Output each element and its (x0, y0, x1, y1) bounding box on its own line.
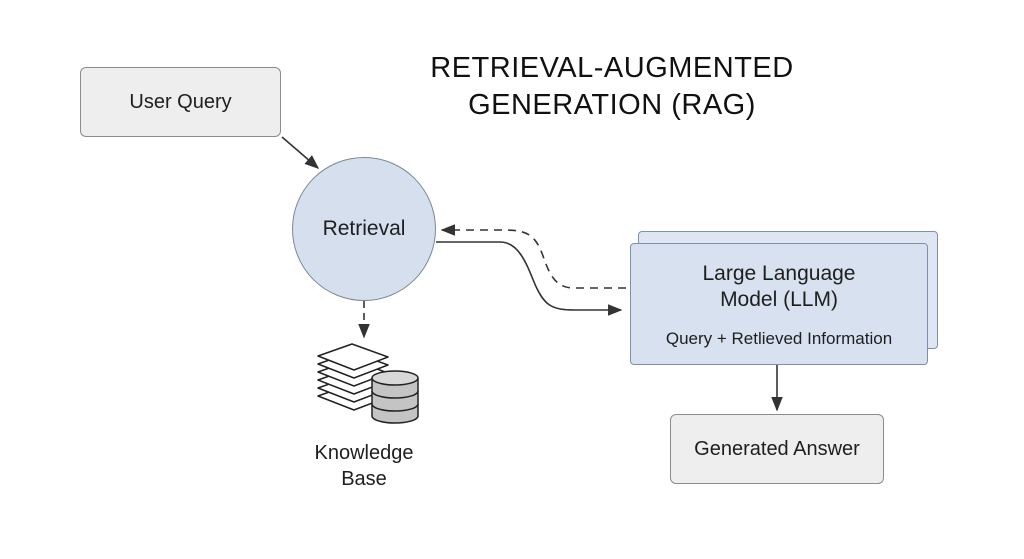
retrieval-node: Retrieval (292, 157, 436, 301)
llm-subtitle: Query + Retlieved Information (665, 329, 893, 348)
kb-label-line-1: Knowledge (314, 442, 414, 464)
llm-title: Large Language Model (LLM) (631, 261, 927, 313)
knowledge-base-label: Knowledge Base (292, 440, 436, 492)
retrieval-label: Retrieval (322, 217, 406, 240)
title-line-2: GENERATION (RAG) (468, 89, 756, 121)
retrieval-to-llm-arrow (436, 241, 623, 316)
generated-answer-label: Generated Answer (694, 437, 860, 460)
user-query-label: User Query (129, 90, 232, 113)
kb-label-line-2: Base (341, 468, 387, 490)
llm-node: Large Language Model (LLM) Query + Retli… (630, 243, 928, 365)
diagram-title: RETRIEVAL-AUGMENTED GENERATION (RAG) (404, 50, 820, 124)
generated-answer-node: Generated Answer (670, 414, 884, 484)
llm-title-line-2: Model (LLM) (720, 288, 838, 311)
llm-title-line-1: Large Language (702, 262, 856, 285)
title-line-1: RETRIEVAL-AUGMENTED (430, 52, 794, 84)
user-query-node: User Query (80, 67, 281, 137)
document-stack-icon (317, 343, 389, 411)
query-to-retrieval-arrow (281, 136, 320, 169)
llm-to-retrieval-dashed-arrow (440, 224, 626, 289)
database-icon (371, 370, 419, 424)
